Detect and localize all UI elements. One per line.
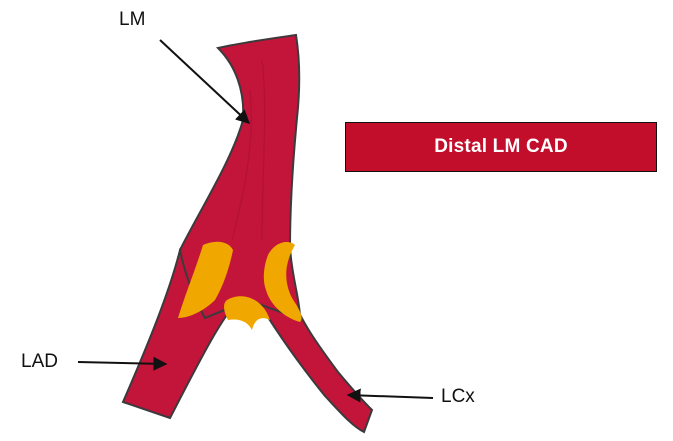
label-lcx: LCx	[441, 387, 475, 406]
label-lm: LM	[119, 10, 145, 29]
label-lad: LAD	[21, 352, 58, 371]
title-text: Distal LM CAD	[434, 136, 568, 158]
lcx-vessel	[255, 296, 372, 432]
title-box: Distal LM CAD	[345, 122, 657, 172]
